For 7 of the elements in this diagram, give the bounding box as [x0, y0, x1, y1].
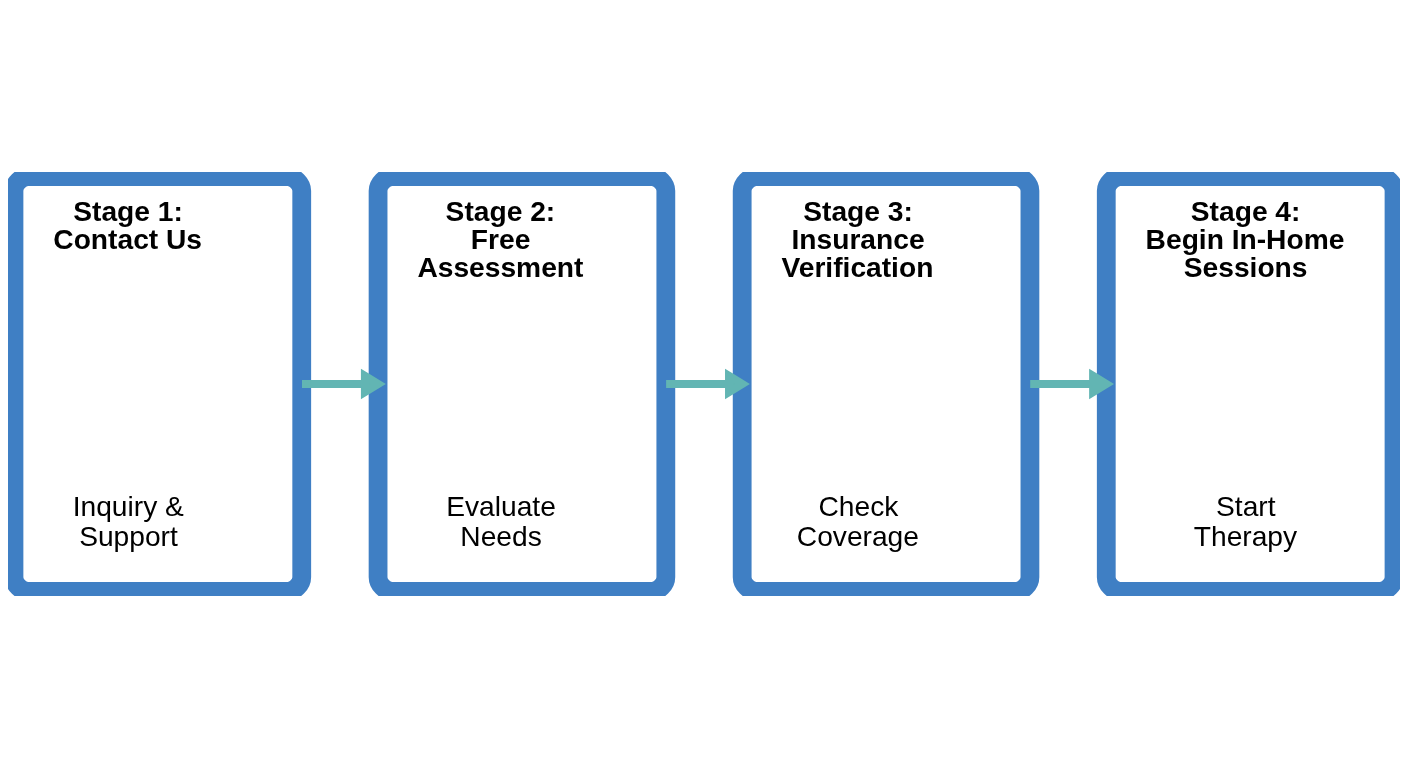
node-box: Stage 3: Insurance Verification Check Coverage	[732, 172, 1040, 596]
node-box: Stage 1: Contact Us Inquiry & Support	[8, 172, 312, 596]
arrow	[302, 368, 386, 400]
arrow	[666, 368, 750, 400]
arrow	[1030, 368, 1114, 400]
node-box: Stage 4: Begin In-Home Sessions Start Therapy	[1096, 172, 1400, 596]
node-box: Stage 2: Free Assessment Evaluate Needs	[368, 172, 676, 596]
